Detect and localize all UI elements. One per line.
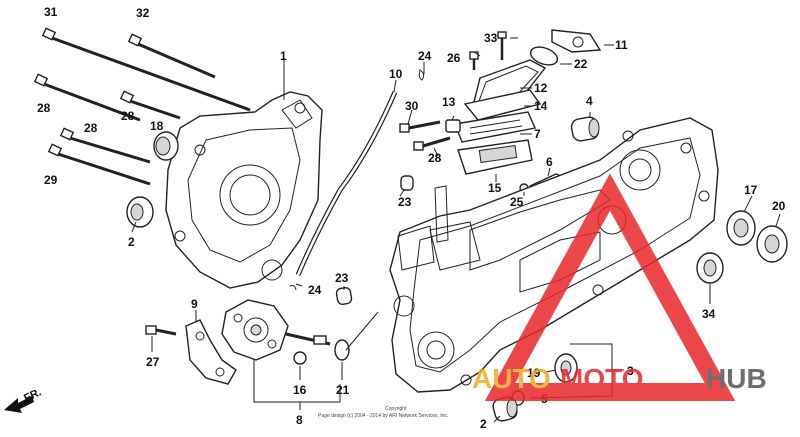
bolt-28-center bbox=[413, 136, 451, 151]
callout-13: 13 bbox=[442, 95, 456, 109]
breather-hose-10 bbox=[295, 91, 398, 276]
callout-8: 8 bbox=[296, 413, 303, 427]
callout-4: 4 bbox=[586, 94, 593, 108]
callout-23-lower: 23 bbox=[335, 271, 349, 285]
callout-21: 21 bbox=[336, 383, 350, 397]
callout-28-b: 28 bbox=[121, 109, 135, 123]
dowel-23-upper bbox=[400, 175, 414, 191]
callout-31: 31 bbox=[44, 5, 58, 19]
right-crankcase bbox=[389, 117, 719, 393]
callout-22: 22 bbox=[574, 57, 588, 71]
callout-10: 10 bbox=[389, 67, 403, 81]
callout-9: 9 bbox=[191, 297, 198, 311]
svg-text:AUTO: AUTO bbox=[472, 363, 551, 394]
callout-2-left: 2 bbox=[128, 235, 135, 249]
seal-19 bbox=[554, 353, 578, 383]
oil-pump-assembly-8 bbox=[221, 299, 331, 361]
oil-seal-2-left bbox=[126, 196, 154, 228]
leader-lines bbox=[131, 37, 781, 423]
oil-seal-2-bottom bbox=[492, 396, 518, 422]
o-ring-22 bbox=[529, 46, 559, 66]
callout-11: 11 bbox=[615, 38, 628, 52]
callout-18: 18 bbox=[150, 119, 164, 133]
callout-1: 1 bbox=[280, 49, 287, 63]
callout-25: 25 bbox=[510, 195, 524, 209]
callout-24-top: 24 bbox=[418, 49, 432, 63]
clip-24-top bbox=[418, 69, 425, 81]
callout-15: 15 bbox=[488, 181, 502, 195]
callout-34: 34 bbox=[702, 307, 716, 321]
callout-16: 16 bbox=[293, 383, 307, 397]
bracket-9 bbox=[185, 319, 237, 385]
callout-23-upper: 23 bbox=[398, 195, 412, 209]
bolt-31 bbox=[41, 27, 251, 112]
watermark-logo: AUTO MOTO HUB bbox=[472, 173, 767, 401]
fitting-13 bbox=[445, 119, 461, 133]
svg-text:Copyright: Copyright bbox=[385, 406, 407, 412]
cover-11 bbox=[551, 29, 602, 53]
callout-28-a: 28 bbox=[37, 101, 51, 115]
front-label: FR. bbox=[22, 386, 43, 404]
svg-text:HUB: HUB bbox=[706, 363, 767, 394]
callout-14: 14 bbox=[534, 99, 548, 113]
screw-26 bbox=[469, 51, 479, 70]
callout-30: 30 bbox=[405, 99, 419, 113]
copyright-notice: Copyright Page design (c) 2004 - 2014 by… bbox=[318, 406, 448, 419]
bearing-18 bbox=[153, 131, 179, 161]
callout-28-c: 28 bbox=[84, 121, 98, 135]
callout-7: 7 bbox=[534, 127, 541, 141]
callout-20: 20 bbox=[772, 199, 786, 213]
svg-text:MOTO: MOTO bbox=[560, 363, 643, 394]
o-ring-21 bbox=[334, 339, 350, 361]
reed-valve-assembly bbox=[454, 59, 547, 175]
bolt-27 bbox=[145, 325, 177, 336]
bolt-29 bbox=[47, 143, 151, 186]
callout-12: 12 bbox=[534, 81, 548, 95]
callout-33: 33 bbox=[484, 31, 498, 45]
screw-33 bbox=[497, 31, 507, 60]
collar-4 bbox=[570, 116, 600, 142]
callout-24-lower: 24 bbox=[308, 283, 322, 297]
dowel-23-lower bbox=[335, 286, 353, 306]
left-crankcase bbox=[165, 91, 323, 289]
callout-17: 17 bbox=[744, 183, 758, 197]
callout-26: 26 bbox=[447, 51, 461, 65]
gear-16 bbox=[293, 351, 307, 365]
bolt-30 bbox=[399, 120, 441, 133]
bearing-17 bbox=[726, 210, 756, 246]
callout-28-center: 28 bbox=[428, 151, 442, 165]
callout-27: 27 bbox=[146, 355, 160, 369]
callout-numbers: 31 32 1 24 10 33 26 11 22 28 28 18 28 29… bbox=[37, 5, 786, 431]
watermark-triangle bbox=[484, 173, 736, 401]
bolt-28-a bbox=[33, 73, 141, 122]
front-direction-arrow: FR. bbox=[4, 386, 43, 413]
callout-32: 32 bbox=[136, 6, 150, 20]
callout-19: 19 bbox=[527, 366, 541, 380]
callout-6: 6 bbox=[546, 155, 553, 169]
callout-3: 3 bbox=[627, 364, 634, 378]
callout-2-bottom: 2 bbox=[480, 417, 487, 431]
bolt-32 bbox=[127, 33, 216, 79]
bolt-28-b bbox=[119, 90, 181, 120]
bearing-34 bbox=[696, 252, 724, 284]
callout-29: 29 bbox=[44, 173, 58, 187]
bolt-28-c bbox=[59, 127, 151, 164]
clip-24-lower bbox=[289, 285, 297, 291]
svg-text:Page design (c) 2004 - 2014 by: Page design (c) 2004 - 2014 by ARI Netwo… bbox=[318, 413, 448, 419]
bearing-20 bbox=[756, 225, 788, 263]
